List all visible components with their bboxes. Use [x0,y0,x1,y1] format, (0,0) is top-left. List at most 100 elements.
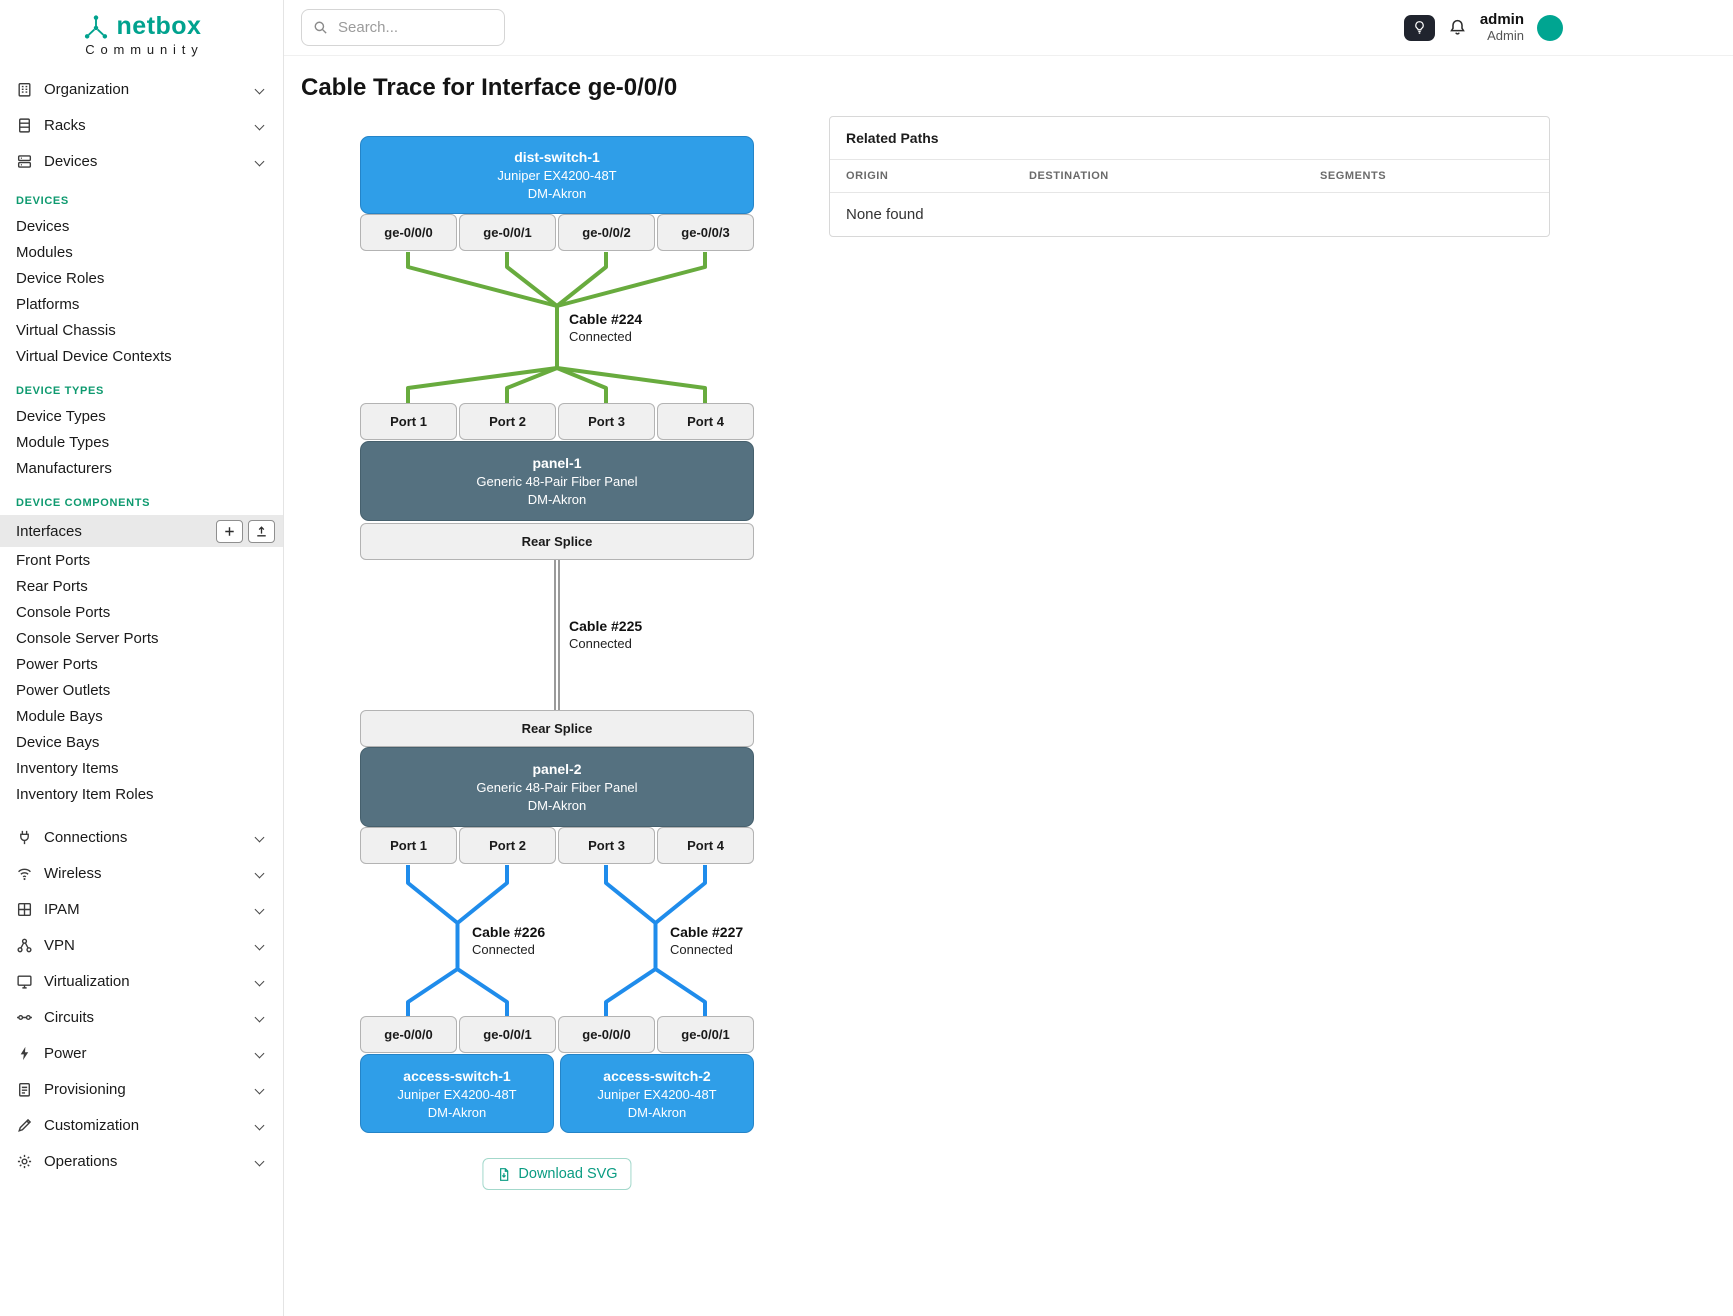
search-box[interactable] [301,9,505,46]
avatar[interactable] [1537,14,1563,41]
provisioning-icon [16,1081,33,1098]
sidebar-item-operations[interactable]: Operations [0,1143,283,1179]
search-input[interactable] [336,18,493,37]
sidebar-item-customization[interactable]: Customization [0,1107,283,1143]
organization-icon [16,81,33,98]
trace-rear-port[interactable]: Rear Splice [360,710,754,747]
sidebar-item-provisioning[interactable]: Provisioning [0,1071,283,1107]
cable-224-line[interactable] [406,252,559,403]
sidebar-item-inventory-item-roles[interactable]: Inventory Item Roles [16,785,154,803]
sidebar-item-wireless[interactable]: Wireless [0,855,283,891]
cable-226-line[interactable] [455,865,509,1016]
topbar-right: admin Admin [1403,11,1563,43]
trace-front-port[interactable]: Port 3 [558,403,655,440]
sidebar-item-power[interactable]: Power [0,1035,283,1071]
sidebar-nav: Organization Racks Devices DEVICES Devic… [0,71,283,1179]
trace-interface[interactable]: ge-0/0/1 [459,214,556,251]
import-button[interactable] [248,519,275,543]
operations-icon [16,1153,33,1170]
trace-interface[interactable]: ge-0/0/0 [360,1016,457,1053]
bell-icon[interactable] [1448,18,1467,37]
trace-interface[interactable]: ge-0/0/1 [459,1016,556,1053]
sidebar-item-interfaces[interactable]: Interfaces [0,515,283,547]
sidebar-item-device-types[interactable]: Device Types [16,407,106,425]
sidebar-item-inventory-items[interactable]: Inventory Items [16,759,119,777]
trace-front-port[interactable]: Port 2 [459,827,556,864]
cable-224-line[interactable] [555,252,707,403]
sidebar-item-power-ports[interactable]: Power Ports [16,655,98,673]
trace-interface[interactable]: ge-0/0/1 [657,1016,754,1053]
sidebar-item-rear-ports[interactable]: Rear Ports [16,577,88,595]
sidebar-item-racks[interactable]: Racks [0,107,283,143]
trace-front-port[interactable]: Port 1 [360,403,457,440]
trace-rear-port[interactable]: Rear Splice [360,523,754,560]
sidebar-item-console-ports[interactable]: Console Ports [16,603,111,621]
cable-225-line[interactable] [554,560,560,710]
sidebar-item-front-ports[interactable]: Front Ports [16,551,91,569]
sidebar-item-organization[interactable]: Organization [0,71,283,107]
trace-interface[interactable]: ge-0/0/0 [558,1016,655,1053]
cable-225-label[interactable]: Cable #225 Connected [563,616,649,653]
brand-name: netbox [116,12,202,40]
theme-toggle-button[interactable] [1403,14,1435,41]
sidebar-item-connections[interactable]: Connections [0,819,283,855]
chevron-down-icon [254,1120,265,1130]
cable-227-label[interactable]: Cable #227 Connected [664,922,750,959]
sidebar-item-circuits[interactable]: Circuits [0,999,283,1035]
cable-227-line[interactable] [604,865,658,1016]
sidebar-item-vpn[interactable]: VPN [0,927,283,963]
sidebar-item-devices[interactable]: Devices [0,143,283,179]
add-button[interactable] [216,519,243,543]
sidebar-item-device-bays[interactable]: Device Bays [16,733,100,751]
cable-224-line[interactable] [505,252,559,403]
sidebar-item-virtual-chassis[interactable]: Virtual Chassis [16,321,116,339]
trace-node-access-switch-1[interactable]: access-switch-1 Juniper EX4200-48T DM-Ak… [360,1054,554,1133]
cable-226-line[interactable] [406,865,460,1016]
trace-front-port[interactable]: Port 4 [657,827,754,864]
trace-front-port[interactable]: Port 2 [459,403,556,440]
empty-state: None found [846,206,924,223]
file-download-icon [496,1167,511,1182]
sidebar-item-manufacturers[interactable]: Manufacturers [16,459,112,477]
page-content: Cable Trace for Interface ge-0/0/0 [284,56,1733,1316]
sidebar-item-virtual-device-contexts[interactable]: Virtual Device Contexts [16,347,172,365]
sidebar-item-modules[interactable]: Modules [16,243,73,261]
netbox-logo[interactable]: netbox [0,12,283,41]
trace-node-panel-2[interactable]: panel-2 Generic 48-Pair Fiber Panel DM-A… [360,747,754,827]
main-area: admin Admin Cable Trace for Interface ge… [284,0,1733,1316]
download-svg-button[interactable]: Download SVG [482,1158,632,1190]
wireless-icon [16,865,33,882]
sidebar-item-devices-list[interactable]: Devices [16,217,70,235]
sidebar-item-power-outlets[interactable]: Power Outlets [16,681,111,699]
sidebar-item-platforms[interactable]: Platforms [16,295,80,313]
trace-front-port[interactable]: Port 3 [558,827,655,864]
sidebar-item-module-bays[interactable]: Module Bays [16,707,103,725]
cable-226-label[interactable]: Cable #226 Connected [466,922,552,959]
user-menu[interactable]: admin Admin [1480,11,1524,43]
sidebar-item-console-server-ports[interactable]: Console Server Ports [16,629,159,647]
trace-interface[interactable]: ge-0/0/0 [360,214,457,251]
sidebar-item-virtualization[interactable]: Virtualization [0,963,283,999]
cable-227-line[interactable] [653,865,707,1016]
trace-front-port[interactable]: Port 4 [657,403,754,440]
chevron-down-icon [254,156,265,166]
trace-node-dist-switch-1[interactable]: dist-switch-1 Juniper EX4200-48T DM-Akro… [360,136,754,214]
cable-lines [406,252,707,1016]
sidebar-item-device-roles[interactable]: Device Roles [16,269,105,287]
trace-front-port[interactable]: Port 1 [360,827,457,864]
sidebar: netbox Community Organization Racks Devi… [0,0,284,1316]
sidebar-item-module-types[interactable]: Module Types [16,433,110,451]
trace-interface[interactable]: ge-0/0/2 [558,214,655,251]
sidebar-item-ipam[interactable]: IPAM [0,891,283,927]
trace-interface[interactable]: ge-0/0/3 [657,214,754,251]
cable-224-label[interactable]: Cable #224 Connected [563,309,649,346]
trace-node-panel-1[interactable]: panel-1 Generic 48-Pair Fiber Panel DM-A… [360,441,754,521]
card-title: Related Paths [846,130,939,146]
chevron-down-icon [254,868,265,878]
trace-node-access-switch-2[interactable]: access-switch-2 Juniper EX4200-48T DM-Ak… [560,1054,754,1133]
ipam-icon [16,901,33,918]
power-icon [16,1045,33,1062]
chevron-down-icon [254,1084,265,1094]
netbox-logo-icon [82,13,110,41]
chevron-down-icon [254,904,265,914]
